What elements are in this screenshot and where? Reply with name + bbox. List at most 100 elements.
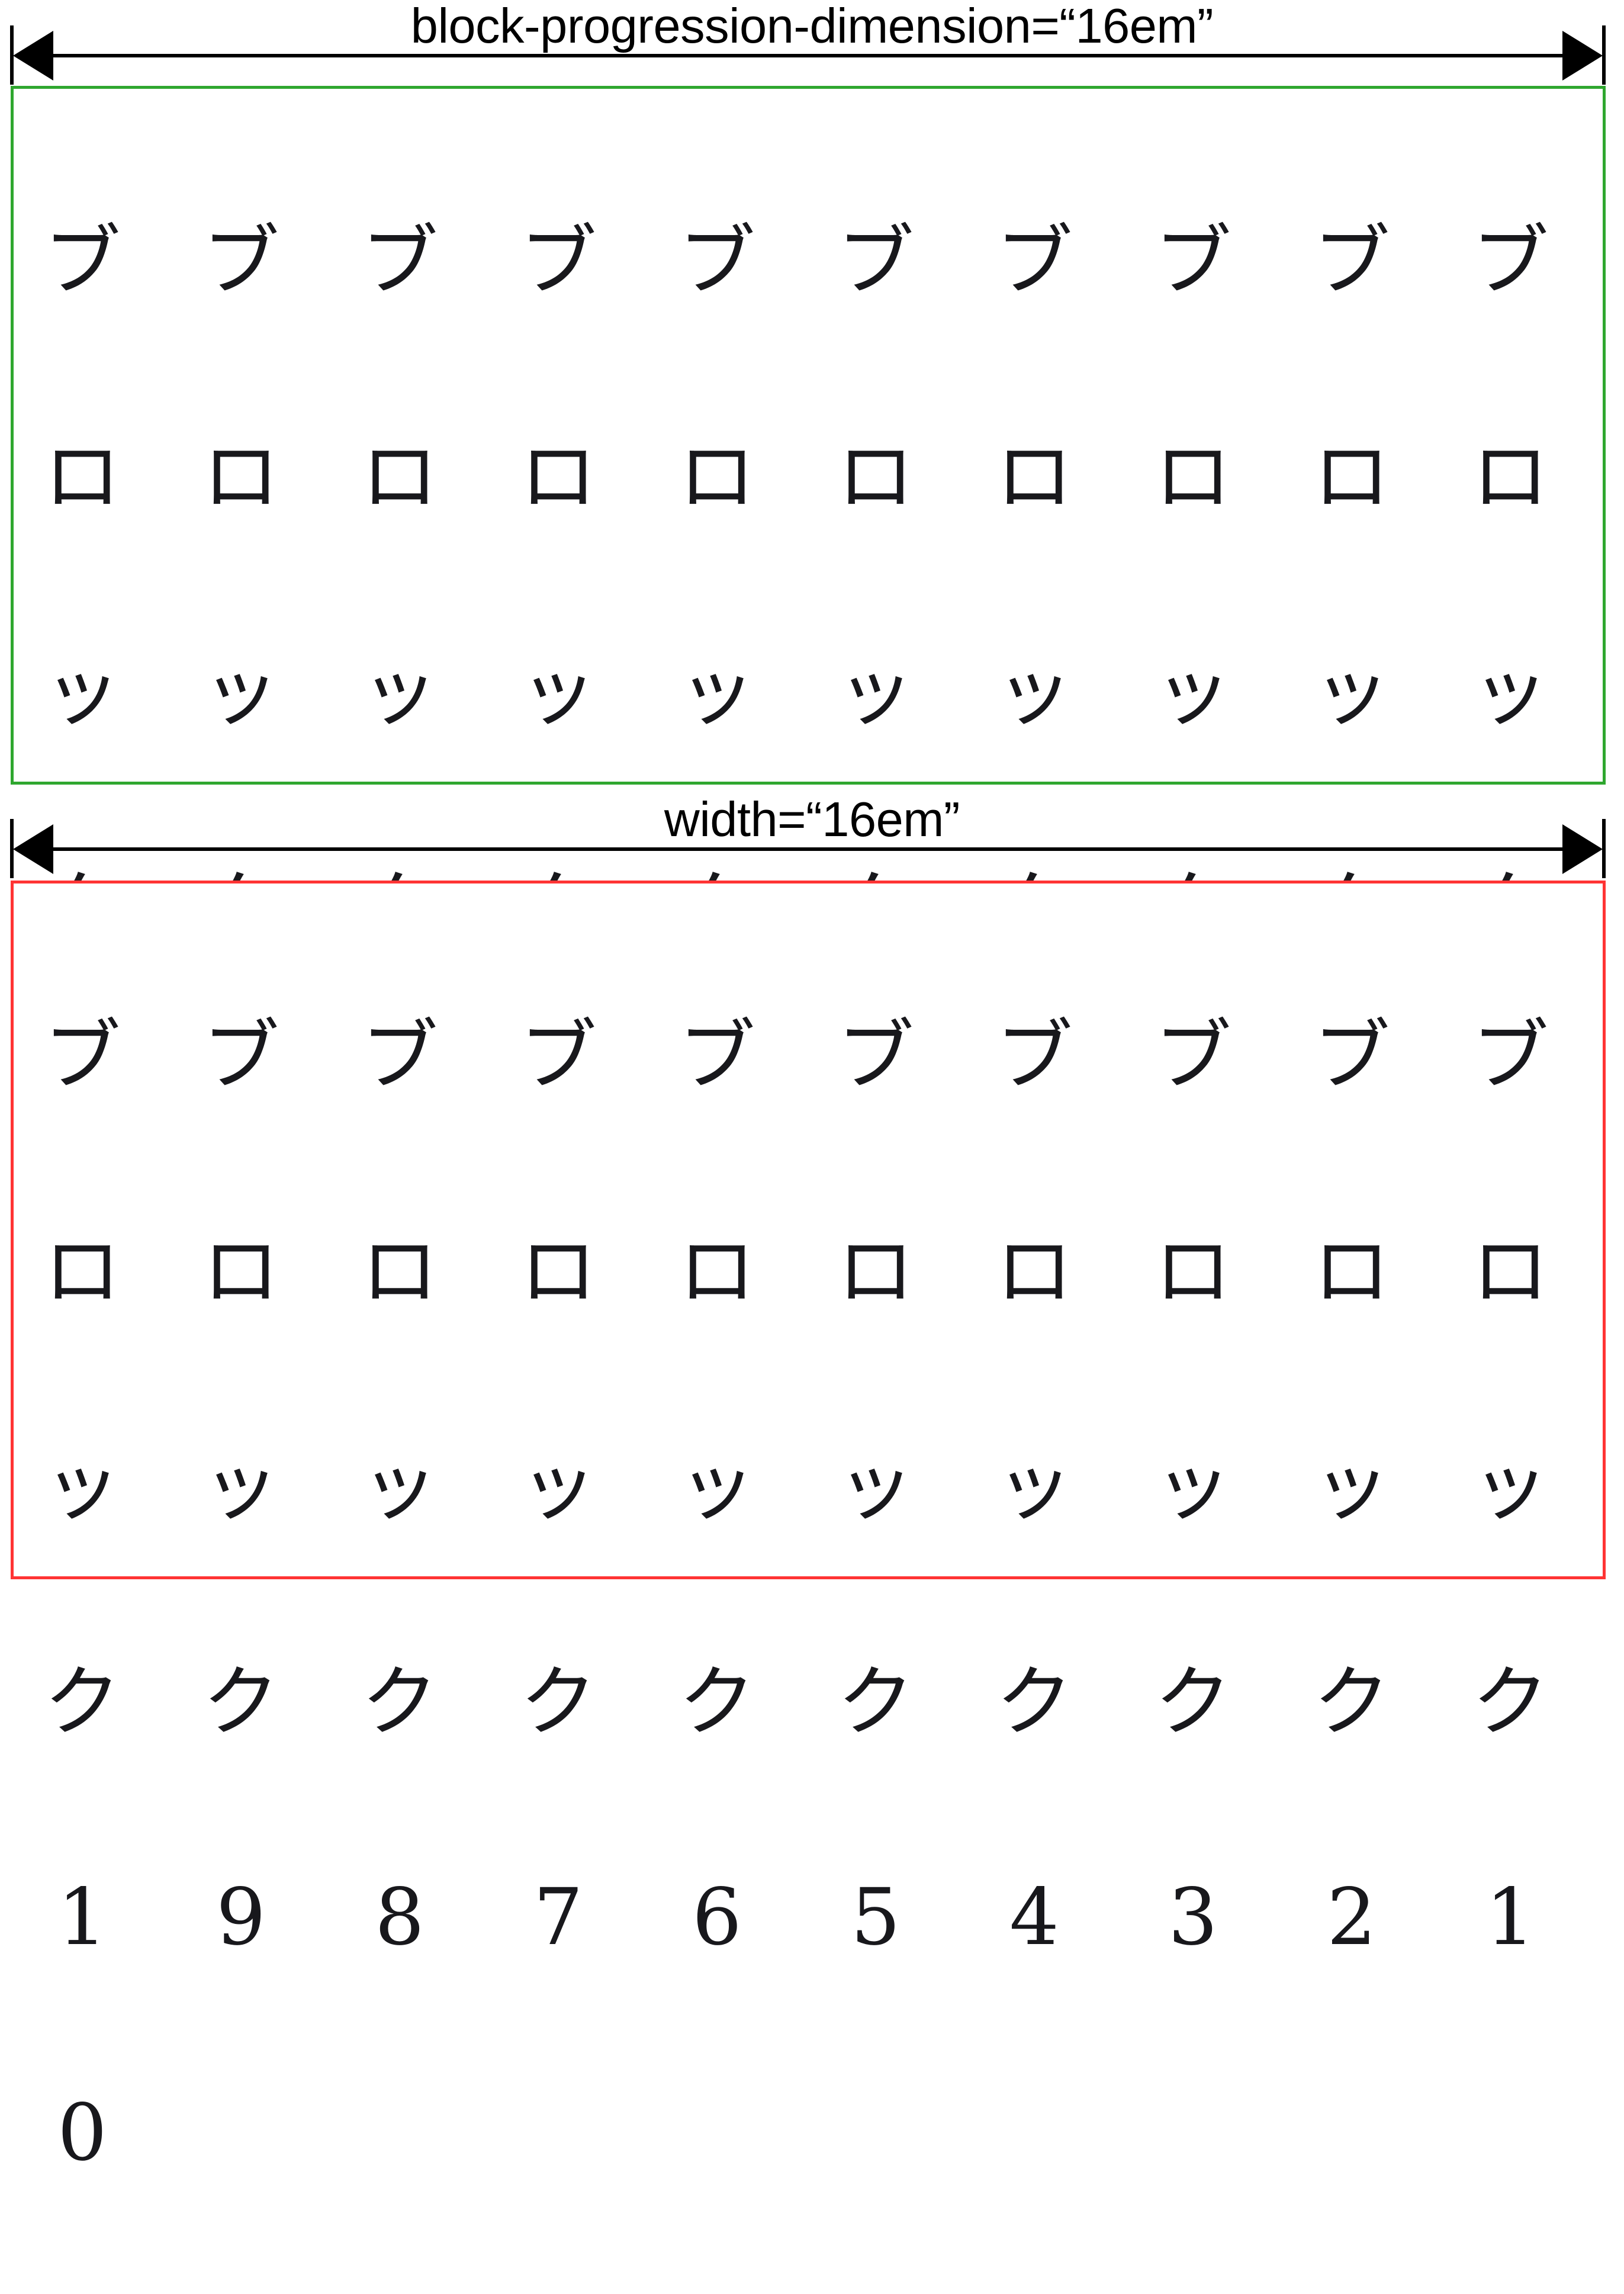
kana-char: ロ [361, 1226, 438, 1316]
kana-char: ロ [837, 1226, 914, 1316]
column-overflow-digit [796, 2079, 955, 2187]
kana-char: ロ [678, 431, 755, 522]
vertical-column: ブ ロ ッ ク 3 [1114, 894, 1272, 2294]
kana-char: ロ [1313, 1226, 1390, 1316]
kana-char: ロ [202, 431, 279, 522]
kana-char: ッ [519, 647, 597, 737]
kana-char: ブ [43, 1010, 121, 1101]
kana-char: ッ [1471, 647, 1549, 737]
kana-char: ブ [361, 216, 438, 306]
dimension-annotation-width: width=“16em” [0, 793, 1624, 881]
column-overflow-digit [479, 2079, 638, 2187]
vertical-column: ブ ロ ッ ク 1 0 [3, 894, 162, 2294]
kana-char: ロ [1154, 431, 1231, 522]
column-overflow-digit [1114, 2079, 1272, 2187]
kana-char: ッ [678, 1441, 755, 1532]
column-number: 9 [216, 1871, 266, 1963]
column-number: 5 [851, 1871, 901, 1963]
kana-char: ロ [43, 431, 121, 522]
kana-char: ク [678, 1657, 755, 1747]
column-overflow-digit [638, 2079, 796, 2187]
kana-char: ッ [202, 647, 279, 737]
kana-char: ブ [519, 1010, 597, 1101]
kana-char: ッ [43, 1441, 121, 1532]
kana-char: ブ [678, 216, 755, 306]
kana-char: ッ [1313, 1441, 1390, 1532]
vertical-column: ブ ロ ッ ク 1 [1431, 894, 1590, 2294]
kana-char: ブ [1471, 1010, 1549, 1101]
column-number: 6 [692, 1871, 742, 1963]
column-overflow-digit [320, 2079, 479, 2187]
kana-char: ッ [678, 647, 755, 737]
column-number: 2 [1327, 1871, 1377, 1963]
kana-char: ロ [678, 1226, 755, 1316]
kana-char: ブ [43, 216, 121, 306]
kana-char: ロ [837, 431, 914, 522]
kana-char: ッ [837, 1441, 914, 1532]
kana-char: ク [1313, 1657, 1390, 1747]
kana-char: ロ [995, 431, 1073, 522]
kana-char: ロ [1313, 431, 1390, 522]
kana-char: ク [995, 1657, 1073, 1747]
green-box-columns: ブ ロ ッ ク 1 ブ ロ ッ ク 2 ブ ロ ッ ク 3 ブ ロ ッ ク [14, 89, 1603, 1384]
column-number: 7 [533, 1871, 583, 1963]
kana-char: ブ [995, 1010, 1073, 1101]
column-number: 4 [1009, 1871, 1059, 1963]
column-number: 8 [375, 1871, 425, 1963]
kana-char: ク [361, 1657, 438, 1747]
vertical-column: ブ ロ ッ ク 5 [796, 894, 955, 2294]
vertical-column: ブ ロ ッ ク 7 [479, 894, 638, 2294]
kana-char: ロ [519, 431, 597, 522]
red-box-columns: ブ ロ ッ ク 1 ブ ロ ッ ク 2 ブ ロ ッ ク 3 ブ ロ ッ ク [14, 883, 1603, 2179]
kana-char: ッ [519, 1441, 597, 1532]
column-overflow-digit [955, 2079, 1114, 2187]
column-number: 3 [1168, 1871, 1218, 1963]
kana-char: ッ [995, 1441, 1073, 1532]
vertical-column: ブ ロ ッ ク 6 [638, 894, 796, 2294]
kana-char: ッ [1154, 647, 1231, 737]
dimension-arrow-width [0, 816, 1624, 881]
kana-char: ロ [519, 1226, 597, 1316]
kana-char: ク [202, 1657, 279, 1747]
dimension-annotation-block-progression: block-progression-dimension=“16em” [0, 0, 1624, 86]
column-number: 1 [57, 1871, 107, 1963]
kana-char: ッ [361, 647, 438, 737]
column-number: 1 [1485, 1871, 1535, 1963]
dimension-label-block-progression: block-progression-dimension=“16em” [410, 0, 1214, 53]
kana-char: ブ [1471, 216, 1549, 306]
kana-char: ブ [202, 1010, 279, 1101]
kana-char: ッ [995, 647, 1073, 737]
vertical-column: ブ ロ ッ ク 4 [955, 894, 1114, 2294]
red-text-box: ブ ロ ッ ク 1 ブ ロ ッ ク 2 ブ ロ ッ ク 3 ブ ロ ッ ク [11, 881, 1606, 2179]
kana-char: ブ [519, 216, 597, 306]
kana-char: ロ [361, 431, 438, 522]
kana-char: ッ [837, 647, 914, 737]
kana-char: ッ [361, 1441, 438, 1532]
dimension-label-width: width=“16em” [664, 792, 960, 847]
column-overflow-digit [1272, 2079, 1431, 2187]
dimension-arrow-block-progression [0, 23, 1624, 88]
vertical-column: ブ ロ ッ ク 8 [320, 894, 479, 2294]
vertical-column: ブ ロ ッ ク 9 [162, 894, 320, 2294]
kana-char: ッ [1471, 1441, 1549, 1532]
kana-char: ロ [995, 1226, 1073, 1316]
column-overflow-digit [1431, 2079, 1590, 2187]
kana-char: ブ [1154, 216, 1231, 306]
kana-char: ッ [1154, 1441, 1231, 1532]
kana-char: ク [1154, 1657, 1231, 1747]
kana-char: ク [837, 1657, 914, 1747]
kana-char: ロ [1154, 1226, 1231, 1316]
kana-char: ク [519, 1657, 597, 1747]
kana-char: ブ [837, 216, 914, 306]
kana-char: ク [43, 1657, 121, 1747]
column-overflow-digit [162, 2079, 320, 2187]
column-overflow-digit: 0 [57, 2087, 107, 2179]
vertical-column: ブ ロ ッ ク 2 [1272, 894, 1431, 2294]
kana-char: ッ [202, 1441, 279, 1532]
kana-char: ブ [1154, 1010, 1231, 1101]
kana-char: ブ [995, 216, 1073, 306]
kana-char: ブ [1313, 1010, 1390, 1101]
kana-char: ロ [202, 1226, 279, 1316]
green-text-box: ブ ロ ッ ク 1 ブ ロ ッ ク 2 ブ ロ ッ ク 3 ブ ロ ッ ク [11, 86, 1606, 1384]
kana-char: ブ [678, 1010, 755, 1101]
